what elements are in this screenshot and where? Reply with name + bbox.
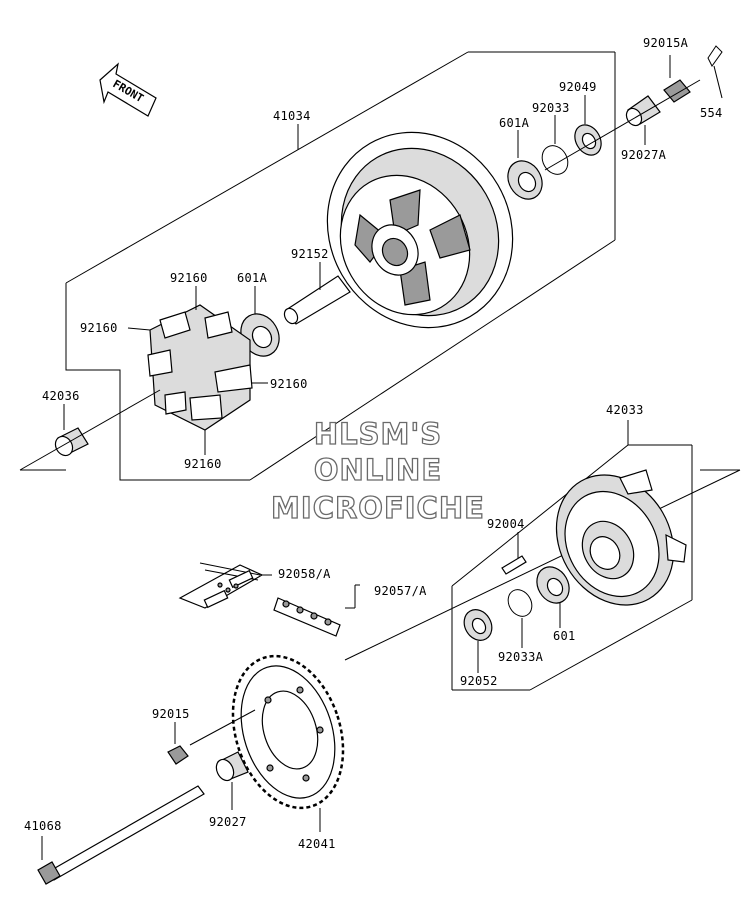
bearing-601 [536,566,570,628]
label-92015A: 92015A [643,36,689,50]
drive-chain [273,584,360,637]
hub-damper-92160 [127,286,268,455]
collar-42036 [19,389,161,471]
label-42033: 42033 [606,403,644,417]
bearing-601A-top [507,130,543,200]
label-92160-c: 92160 [270,377,308,391]
stud-92004 [501,532,527,575]
rear-sprocket-42041 [231,654,345,832]
label-92033A: 92033A [498,650,544,664]
circlip-92033A [507,589,533,648]
spacer-tube-92152 [283,262,351,325]
front-arrow-icon: FRONT [99,62,157,117]
upper-group-outline [65,51,616,481]
label-92160-a: 92160 [170,271,208,285]
oil-seal-92052 [463,609,493,673]
collar-92027 [215,751,249,810]
nut-92015A [663,55,691,103]
watermark-line1: HLSM'S [314,417,442,451]
label-92049: 92049 [559,80,597,94]
label-92160-d: 92160 [184,457,222,471]
lower-group-outline [344,420,741,691]
label-42036: 42036 [42,389,80,403]
label-92027: 92027 [209,815,247,829]
label-601A-top: 601A [499,116,530,130]
cotter-pin-554 [707,45,723,99]
nut-92015 [167,709,256,765]
label-42041: 42041 [298,837,336,851]
label-92033: 92033 [532,101,570,115]
chain-link-kit [178,562,272,609]
watermark: HLSM'S ONLINE MICROFICHE [270,416,485,525]
sprocket-coupling-42033 [555,469,687,606]
label-41068: 41068 [24,819,62,833]
label-92057A: 92057/A [374,584,427,598]
label-92160-b: 92160 [80,321,118,335]
label-601A-mid: 601A [237,271,268,285]
label-601: 601 [553,629,576,643]
label-92152: 92152 [291,247,329,261]
part-labels: 92015A 554 92049 92033 601A 92027A 41034… [24,36,723,851]
oil-seal-92049 [574,95,602,156]
circlip-92033 [541,115,569,175]
collar-92027A [625,95,661,145]
label-554: 554 [700,106,723,120]
axle-41068 [37,785,205,885]
rear-wheel-hub [326,131,514,329]
label-92004: 92004 [487,517,525,531]
watermark-line2: ONLINE [314,453,442,487]
label-92058A: 92058/A [278,567,331,581]
label-41034: 41034 [273,109,311,123]
label-92052: 92052 [460,674,498,688]
watermark-line3: MICROFICHE [271,491,485,525]
label-92027A: 92027A [621,148,667,162]
label-92015: 92015 [152,707,190,721]
